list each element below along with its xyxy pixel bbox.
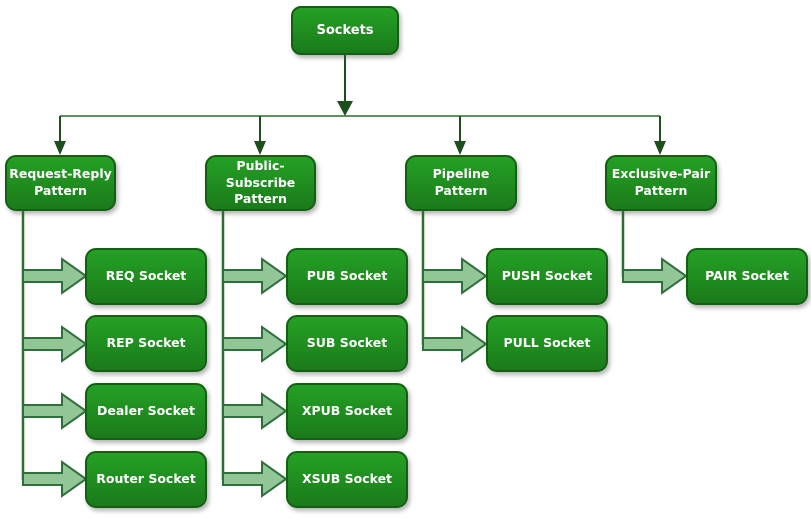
block-arrow-rep-icon [22, 325, 88, 363]
node-request-reply-pattern: Request-Reply Pattern [5, 155, 116, 211]
node-public-subscribe-pattern-label: Public-Subscribe Pattern [225, 157, 296, 207]
node-rep-socket: REP Socket [85, 315, 207, 372]
node-xsub-socket: XSUB Socket [286, 451, 408, 508]
node-dealer-socket-label: Dealer Socket [97, 403, 195, 419]
node-request-reply-pattern-label: Request-Reply Pattern [9, 166, 112, 198]
block-arrow-xpub-icon [222, 392, 288, 430]
node-sub-socket-label: SUB Socket [306, 335, 388, 351]
node-router-socket: Router Socket [85, 451, 207, 508]
node-exclusive-pair-pattern-label: Exclusive-Pair Pattern [611, 166, 711, 198]
block-arrow-router-icon [22, 460, 88, 498]
node-req-socket: REQ Socket [85, 248, 207, 305]
node-sockets-label: Sockets [316, 22, 374, 38]
trunk-arrowhead-icon [337, 101, 353, 116]
node-pull-socket: PULL Socket [486, 315, 608, 372]
block-arrow-push-icon [422, 257, 488, 295]
node-dealer-socket: Dealer Socket [85, 383, 207, 440]
node-push-socket-label: PUSH Socket [501, 268, 593, 284]
node-pair-socket: PAIR Socket [686, 248, 808, 305]
block-arrow-pair-icon [622, 257, 688, 295]
node-pub-socket: PUB Socket [286, 248, 408, 305]
block-arrow-dealer-icon [22, 392, 88, 430]
node-req-socket-label: REQ Socket [105, 268, 187, 284]
drop-arrowhead-exclusive-pair-icon [654, 141, 666, 155]
node-xpub-socket: XPUB Socket [286, 383, 408, 440]
block-arrow-xsub-icon [222, 460, 288, 498]
node-exclusive-pair-pattern: Exclusive-Pair Pattern [605, 155, 717, 211]
block-arrow-pub-icon [222, 257, 288, 295]
node-pipeline-pattern-label: Pipeline Pattern [432, 166, 490, 198]
node-router-socket-label: Router Socket [96, 471, 196, 487]
drop-arrowhead-public-subscribe-icon [254, 141, 266, 155]
block-arrow-req-icon [22, 257, 88, 295]
node-rep-socket-label: REP Socket [106, 335, 186, 351]
node-push-socket: PUSH Socket [486, 248, 608, 305]
block-arrow-pull-icon [422, 325, 488, 363]
node-pipeline-pattern: Pipeline Pattern [405, 155, 517, 211]
node-sub-socket: SUB Socket [286, 315, 408, 372]
drop-arrowhead-pipeline-icon [454, 141, 466, 155]
node-xpub-socket-label: XPUB Socket [301, 403, 393, 419]
block-arrow-sub-icon [222, 325, 288, 363]
node-pair-socket-label: PAIR Socket [705, 268, 789, 284]
node-pub-socket-label: PUB Socket [306, 268, 388, 284]
node-pull-socket-label: PULL Socket [503, 335, 591, 351]
node-public-subscribe-pattern: Public-Subscribe Pattern [205, 155, 316, 211]
node-sockets: Sockets [291, 6, 399, 55]
node-xsub-socket-label: XSUB Socket [301, 471, 393, 487]
drop-arrowhead-request-reply-icon [54, 141, 66, 155]
